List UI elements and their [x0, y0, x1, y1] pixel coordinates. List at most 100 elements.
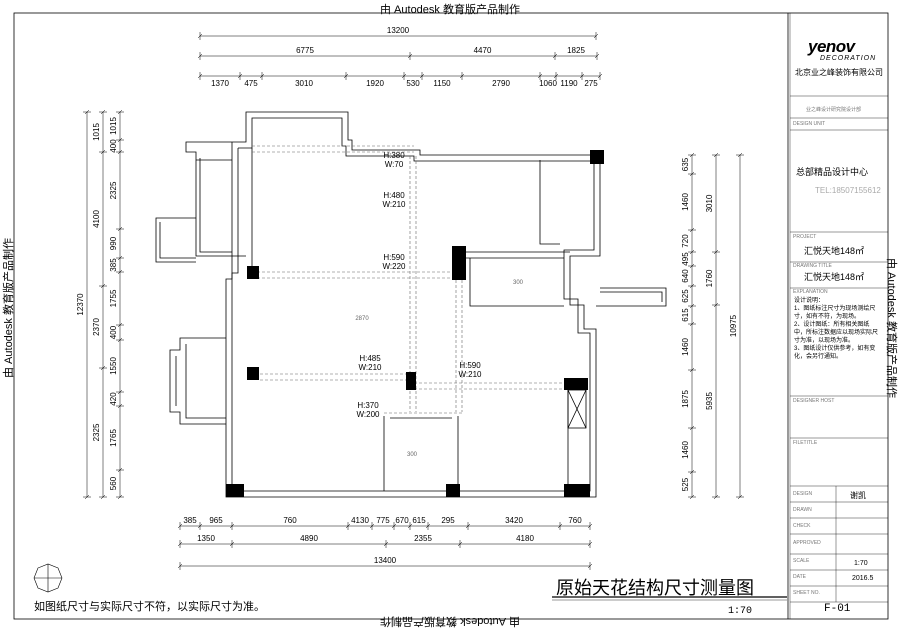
sheet-number: F-01 [824, 603, 851, 615]
column [406, 372, 416, 390]
dimension-line [117, 255, 123, 261]
dimension-line [401, 73, 407, 79]
column [590, 150, 604, 164]
dimension-line [117, 269, 123, 275]
interior-wall-4 [469, 258, 564, 307]
dimension-line [713, 152, 719, 158]
column [226, 484, 244, 497]
drawing-title: 原始天花结构尺寸测量图 [556, 578, 754, 599]
beam-height-label: H:590 [459, 361, 481, 370]
dimension-line [587, 523, 593, 529]
dimension-line [407, 523, 413, 529]
dimension-line [553, 73, 559, 79]
dimension-text: 13400 [374, 556, 397, 565]
dimension-text: 295 [441, 516, 455, 525]
dimension-text: 2325 [92, 423, 101, 441]
dimension-line [259, 73, 265, 79]
dimension-text: 1370 [211, 79, 229, 88]
dimension-line [689, 367, 695, 373]
dimension-text: 400 [109, 139, 118, 153]
dimension-text: 1760 [705, 269, 714, 287]
dimension-text: 2370 [92, 318, 101, 336]
dimension-line [689, 469, 695, 475]
dimension-text: 990 [109, 236, 118, 250]
dimension-line [197, 73, 203, 79]
dimension-line [587, 563, 593, 569]
dimension-line [391, 523, 397, 529]
beam-lines [252, 145, 570, 414]
dimension-text: 1765 [109, 429, 118, 447]
design-notes: 设计说明： 1、图纸标注尺寸为现场测绘尺寸，如有不符，为现场。 2、设计图纸：所… [794, 297, 878, 361]
dimension-text: 1550 [109, 357, 118, 375]
dimension-text: 385 [183, 516, 197, 525]
sheet-frame [13, 12, 889, 620]
dimension-lines [83, 32, 744, 570]
dimension-text: 1015 [109, 117, 118, 135]
dimension-text: 1150 [433, 79, 451, 88]
dimension-text: 385 [109, 258, 118, 272]
dimension-line [117, 109, 123, 115]
dimension-text: 4470 [474, 46, 492, 55]
dimension-text: 400 [109, 325, 118, 339]
column [564, 484, 590, 497]
dimension-line [197, 523, 203, 529]
dimension-text: 530 [406, 79, 420, 88]
dimension-text: 525 [681, 477, 690, 491]
dimension-line [117, 467, 123, 473]
dimension-text: 635 [681, 157, 690, 171]
dimension-text: 4100 [92, 210, 101, 228]
column [452, 246, 466, 280]
dimension-line [713, 249, 719, 255]
dimension-line [345, 523, 351, 529]
dimension-line [100, 109, 106, 115]
dimension-line [689, 321, 695, 327]
dimension-line [229, 523, 235, 529]
bay-window-lower [169, 337, 226, 425]
dimension-text: 4180 [516, 534, 534, 543]
dimension-text: 1350 [197, 534, 215, 543]
dimension-text: 4130 [351, 516, 369, 525]
dimension-text: 1190 [560, 79, 578, 88]
beam-width-label: W:70 [385, 160, 404, 169]
dimension-text: 3420 [505, 516, 523, 525]
dimension-line [383, 541, 389, 547]
designer-phone: TEL:18507155612 [815, 186, 881, 195]
bay-window-upper [185, 141, 246, 257]
dimension-line [689, 303, 695, 309]
scale-label: SCALE [793, 558, 810, 564]
dimension-text: 275 [584, 79, 598, 88]
dimension-line [117, 149, 123, 155]
beam-height-label: H:480 [383, 191, 405, 200]
beam-width-label: W:200 [357, 410, 381, 419]
approved-label: APPROVED [793, 540, 821, 546]
dimension-text: 775 [376, 516, 390, 525]
ceiling-height-label: 300 [513, 280, 524, 286]
interior-wall-8 [539, 160, 560, 245]
dimension-line [689, 227, 695, 233]
dimension-line [100, 283, 106, 289]
wall-inner [231, 117, 595, 492]
dimension-line [419, 73, 425, 79]
balcony-left [155, 217, 196, 263]
beam-height-label: H:590 [383, 253, 405, 262]
dimension-text: 10975 [729, 314, 738, 337]
dimension-text: 670 [395, 516, 409, 525]
dimension-line [177, 541, 183, 547]
dimension-line [343, 73, 349, 79]
dimension-line [84, 494, 90, 500]
designer-host-label: DESIGNER HOST [793, 398, 835, 404]
dimension-line [117, 389, 123, 395]
drawn-label: DRAWN [793, 507, 812, 513]
beam-width-label: W:210 [383, 200, 407, 209]
dimension-line [689, 171, 695, 177]
dimension-text: 2325 [109, 181, 118, 199]
dimension-line [117, 494, 123, 500]
dimension-line [100, 365, 106, 371]
dimension-text: 475 [244, 79, 258, 88]
beam-height-label: H:485 [359, 354, 381, 363]
note-line: 设计说明： [794, 298, 825, 304]
wall-outer [225, 111, 601, 498]
dimension-line [689, 249, 695, 255]
